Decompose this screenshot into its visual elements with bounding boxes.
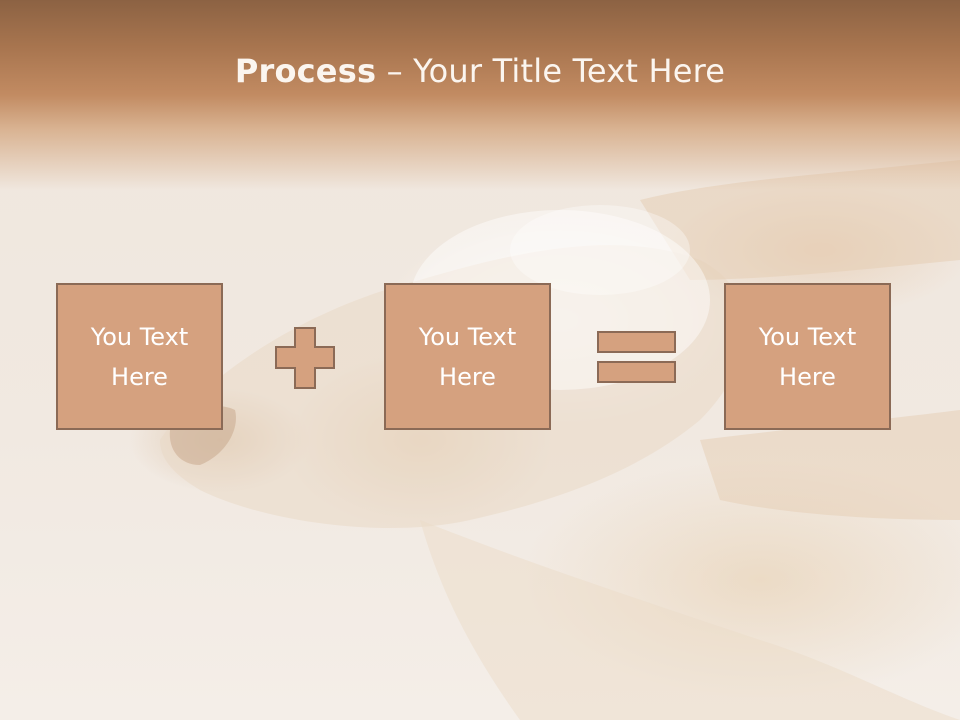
process-box-1-text: You Text Here	[90, 322, 189, 391]
equals-icon	[597, 331, 676, 383]
process-box-1[interactable]: You Text Here	[56, 283, 223, 430]
slide-title[interactable]: Process – Your Title Text Here	[0, 52, 960, 90]
process-box-3-text: You Text Here	[758, 322, 857, 391]
title-bar	[0, 0, 960, 190]
title-bold-part: Process	[234, 52, 377, 90]
process-box-2-text: You Text Here	[418, 322, 517, 391]
title-text-part: Your Title Text Here	[413, 52, 726, 90]
process-box-2[interactable]: You Text Here	[384, 283, 551, 430]
process-box-3[interactable]: You Text Here	[724, 283, 891, 430]
title-dash: –	[376, 52, 414, 90]
plus-icon	[275, 327, 335, 389]
